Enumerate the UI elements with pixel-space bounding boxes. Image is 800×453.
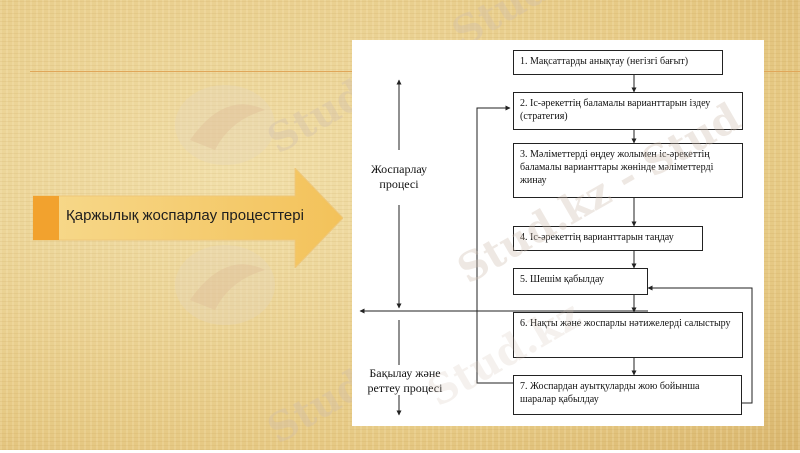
planning-process-label: Жоспарлау процесі (370, 162, 428, 191)
callout-arrow (33, 168, 343, 268)
control-process-label: Бақылау және реттеу процесі (367, 366, 443, 395)
step-box-2: 2. Іс-әрекеттің баламалы варианттарын із… (513, 92, 743, 130)
step-box-5: 5. Шешім қабылдау (513, 268, 648, 295)
step-box-3: 3. Мәліметтерді өңдеу жолымен іс-әрекетт… (513, 143, 743, 198)
step-box-1: 1. Мақсаттарды анықтау (негізгі бағыт) (513, 50, 723, 75)
step-box-6: 6. Нақты және жоспарлы нәтижелерді салыс… (513, 312, 743, 358)
callout-label: Қаржылық жоспарлау процесттері (66, 207, 304, 224)
step-box-7: 7. Жоспардан ауытқуларды жою бойынша шар… (513, 375, 742, 415)
step-box-4: 4. Іс-әрекеттің варианттарын таңдау (513, 226, 703, 251)
